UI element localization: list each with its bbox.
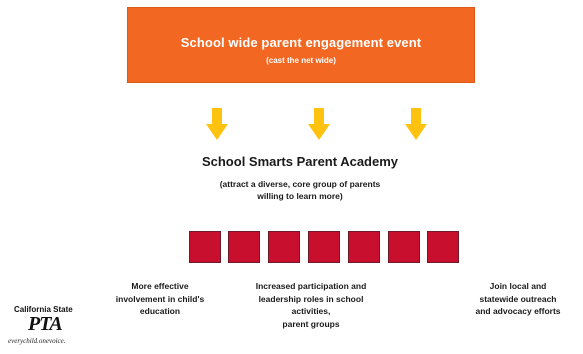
parent-group-square — [268, 231, 300, 263]
academy-subtitle-line: (attract a diverse, core group of parent… — [219, 179, 381, 189]
outcome-effective-involvement: More effective involvement in child's ed… — [95, 280, 225, 318]
outcome-line: Increased participation and — [255, 281, 367, 291]
outcome-line: parent groups — [282, 318, 340, 329]
outcome-line: activities, — [291, 306, 331, 316]
california-state-pta-logo: California State PTA everychild.onevoice… — [6, 305, 96, 351]
academy-subtitle: (attract a diverse, core group of parent… — [150, 178, 450, 202]
down-arrow-icon — [405, 108, 427, 140]
parent-group-square — [308, 231, 340, 263]
academy-subtitle-line: willing to learn more) — [257, 191, 343, 201]
outcome-line: Join local and — [489, 281, 547, 291]
event-title: School wide parent engagement event — [180, 35, 422, 50]
outcome-line: and advocacy efforts — [475, 306, 561, 316]
parent-group-square — [189, 231, 221, 263]
parent-group-square — [427, 231, 459, 263]
logo-tagline: everychild.onevoice. — [8, 337, 66, 345]
down-arrow-icon — [206, 108, 228, 140]
down-arrow-icon — [308, 108, 330, 140]
outcome-increased-participation: Increased participation and leadership r… — [236, 280, 386, 330]
logo-state-text: California State — [14, 305, 73, 314]
outcome-join-outreach: Join local and statewide outreach and ad… — [458, 280, 578, 318]
parent-group-square — [348, 231, 380, 263]
event-subtitle: (cast the net wide) — [266, 56, 336, 65]
outcome-line: leadership roles in school — [258, 293, 364, 304]
outcome-line: statewide outreach — [479, 293, 557, 304]
parent-group-square — [228, 231, 260, 263]
academy-title: School Smarts Parent Academy — [201, 154, 399, 169]
outcome-line: involvement in child's — [115, 293, 205, 304]
outcome-line: More effective — [131, 281, 189, 291]
engagement-event-box: School wide parent engagement event (cas… — [127, 7, 475, 83]
logo-pta-text: PTA — [28, 313, 63, 335]
outcome-line: education — [139, 306, 181, 316]
parent-group-square — [388, 231, 420, 263]
